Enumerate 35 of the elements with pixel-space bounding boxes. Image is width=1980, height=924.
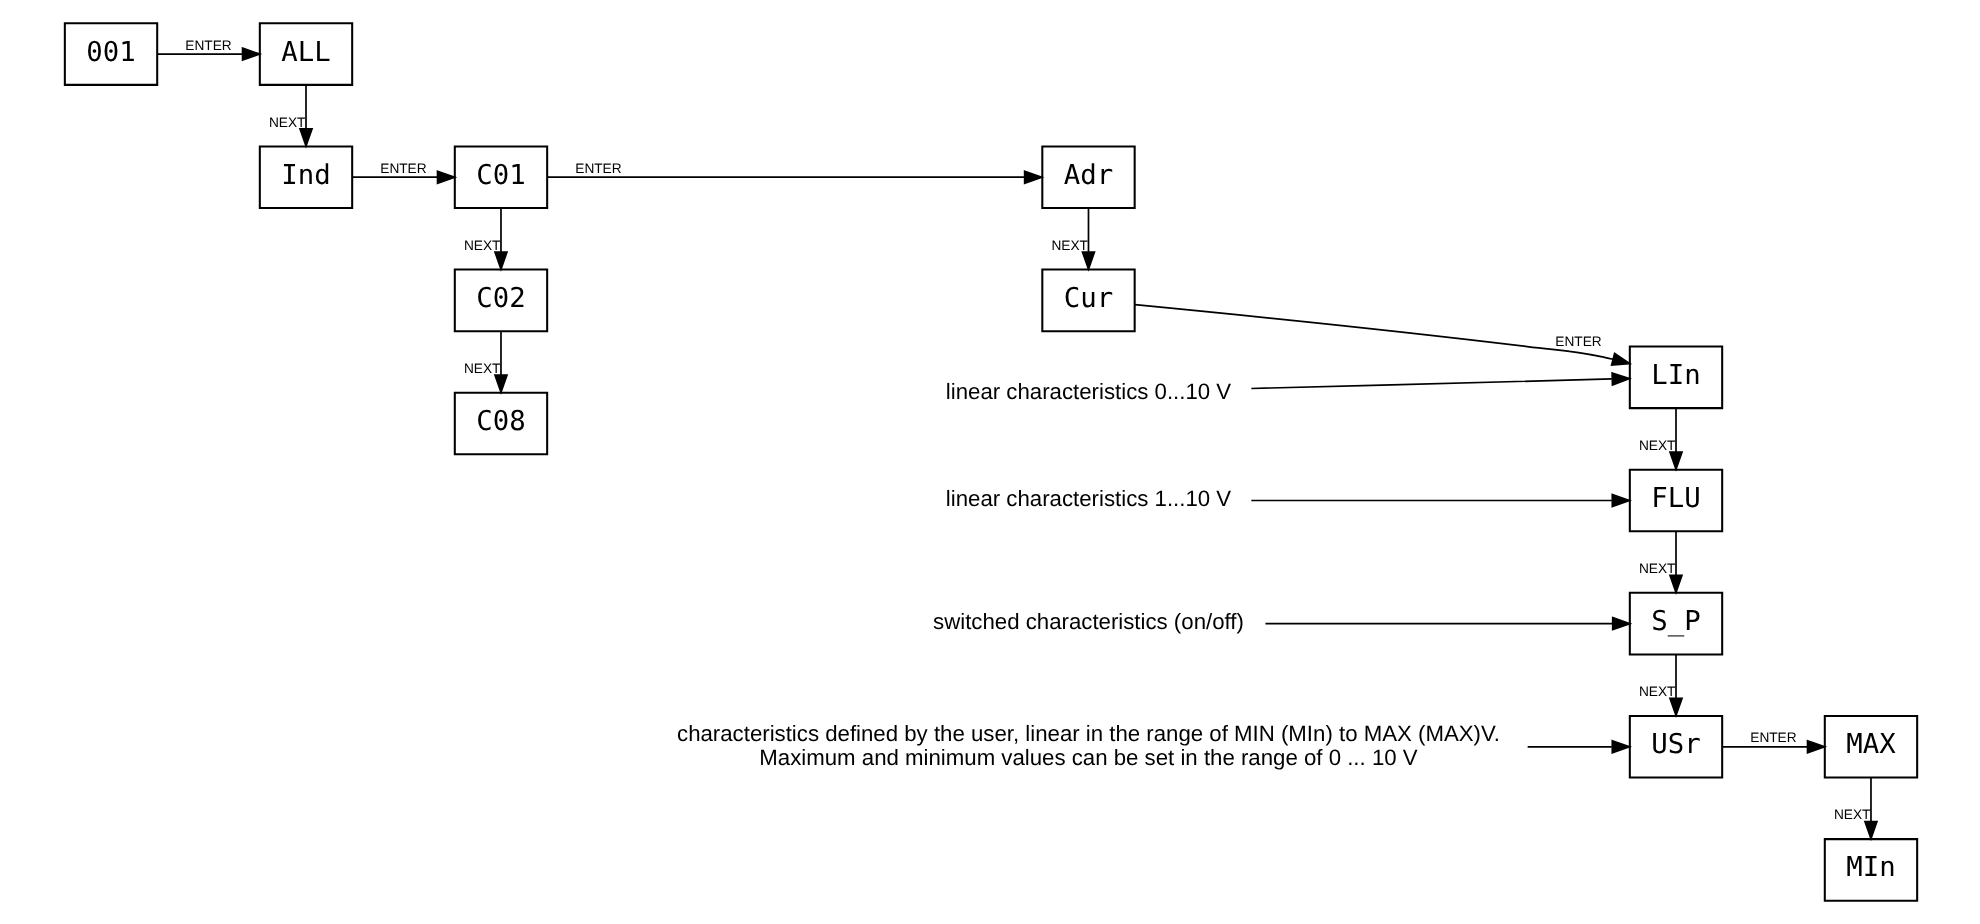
- arrow: [1133, 303, 1632, 366]
- node-box: C08: [452, 391, 548, 456]
- arrow: [350, 170, 457, 185]
- node-text: switched characteristics (on/off): [932, 611, 1243, 636]
- node-box: LIn: [1627, 345, 1723, 410]
- arrow: [1667, 530, 1683, 595]
- node-box: MAX: [1822, 714, 1918, 779]
- node-box: USr: [1627, 714, 1723, 779]
- node-box: Ind: [257, 145, 353, 210]
- node-box: MIn: [1822, 838, 1918, 902]
- arrow: [155, 46, 262, 62]
- arrow: [545, 170, 1044, 185]
- arrow: [1249, 371, 1631, 390]
- arrow: [1080, 207, 1095, 272]
- arrow: [492, 207, 508, 272]
- node-box: C02: [452, 268, 548, 333]
- node-box: Cur: [1040, 268, 1135, 333]
- node-text: characteristics defined by the user, linear in the range of MIN (MIn) to MAX (MAX)V. Maximum and minimum values can be set in the range of 0 ... 10 V: [676, 722, 1499, 771]
- node-box: ALL: [257, 22, 353, 86]
- arrow: [1862, 776, 1878, 842]
- arrow: [1667, 653, 1683, 719]
- node-box: Adr: [1040, 145, 1135, 210]
- node-text: linear characteristics 0...10 V: [944, 380, 1231, 405]
- node-box: S_P: [1627, 591, 1723, 656]
- arrow: [1525, 739, 1631, 754]
- node-box: 001: [62, 22, 158, 86]
- node-text: linear characteristics 1...10 V: [944, 488, 1231, 513]
- arrow: [1720, 739, 1827, 754]
- arrow: [1263, 616, 1632, 631]
- node-box: FLU: [1627, 468, 1723, 533]
- node-box: C01: [452, 145, 548, 210]
- arrow: [297, 84, 313, 149]
- arrow: [1249, 493, 1631, 508]
- arrow: [1667, 407, 1683, 472]
- arrow: [492, 330, 508, 395]
